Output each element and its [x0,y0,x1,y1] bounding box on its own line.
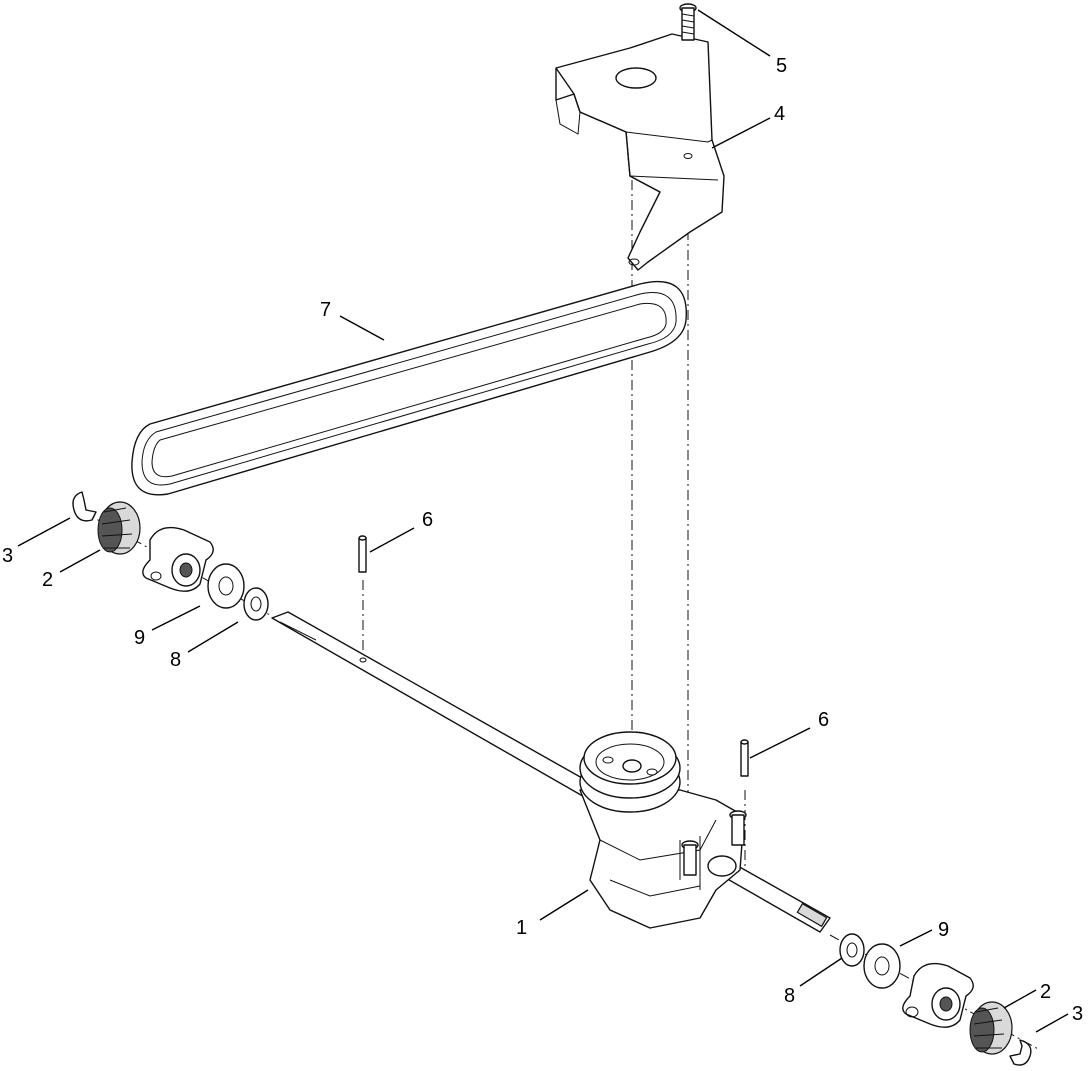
callout-8-left: 8 [170,649,181,671]
callout-3-left: 3 [2,545,13,567]
callout-6-left: 6 [422,509,433,531]
callout-2-left: 2 [42,569,53,591]
callout-labels: 5 4 7 6 6 3 2 9 8 1 8 9 2 3 [2,55,1083,1025]
right-pin-part-6 [740,739,749,777]
left-pin-part-6 [358,535,367,573]
callout-2-right: 2 [1040,981,1051,1003]
v-belt-part-7 [131,280,687,496]
callout-9-left: 9 [134,627,145,649]
mounting-bracket-part-4 [555,33,725,271]
left-washer-part-8 [243,587,269,621]
callout-3-right: 3 [1072,1003,1083,1025]
left-bearing-flange-part-9-housing [142,526,214,592]
left-washer-part-9 [207,563,245,609]
right-washer-part-9 [863,943,901,989]
right-bearing-flange-housing [902,962,974,1028]
left-retaining-clip-part-3 [72,491,97,522]
callout-4: 4 [774,103,785,125]
callout-9-right: 9 [938,919,949,941]
screw-part-5 [679,3,697,41]
callout-6-right: 6 [818,709,829,731]
callout-leader-lines [17,9,1069,1033]
callout-5: 5 [776,55,787,77]
callout-8-right: 8 [784,985,795,1007]
right-washer-part-8 [839,933,865,967]
callout-7: 7 [320,299,331,321]
callout-1: 1 [516,917,527,939]
right-retaining-clip-part-3 [1009,1039,1032,1066]
right-drive-gear-part-2 [969,1001,1013,1055]
assembly-center-lines [79,30,1041,1051]
left-drive-gear-part-2 [97,501,141,555]
transaxle-part-1 [579,731,747,929]
